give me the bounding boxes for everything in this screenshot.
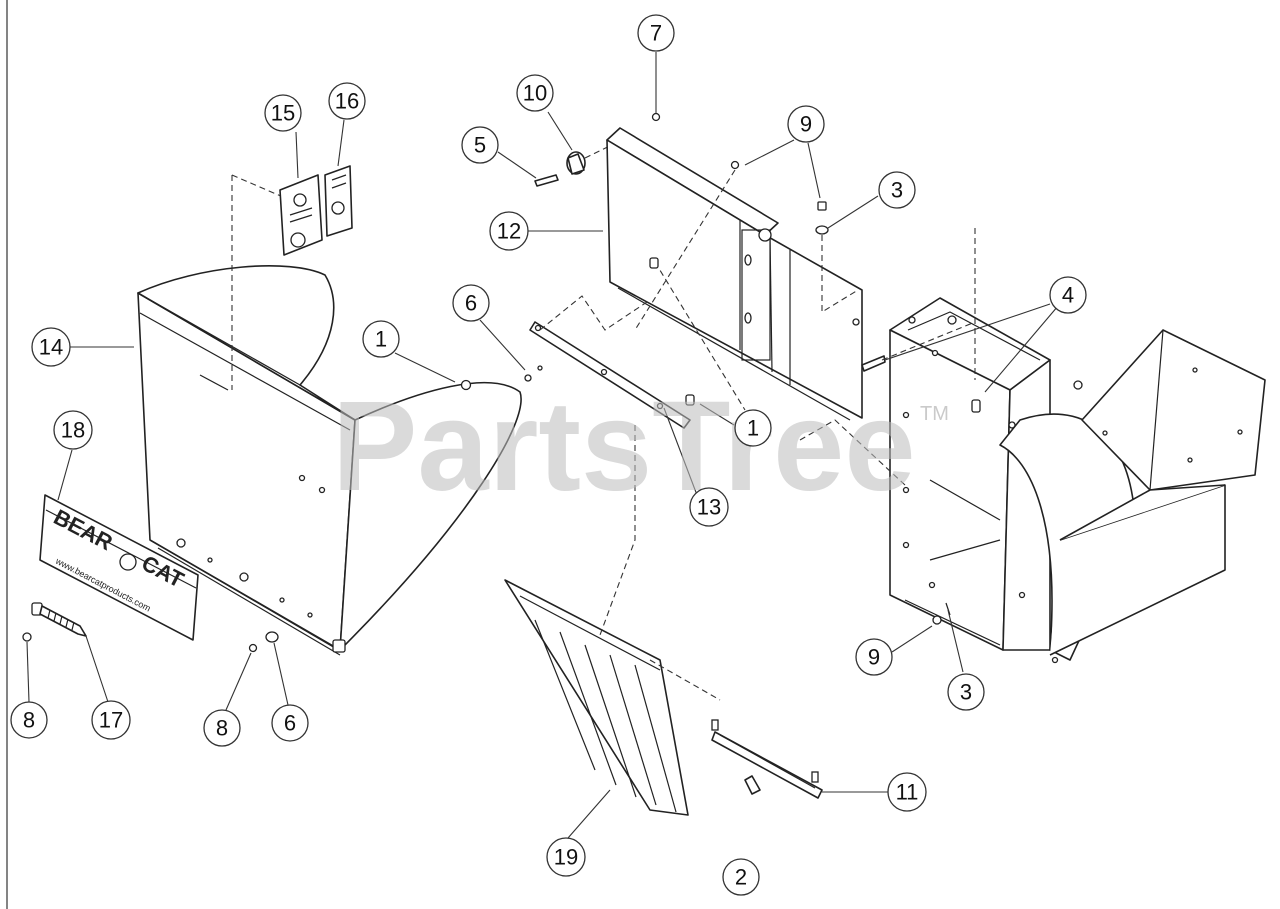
bear-paw-icon: [119, 553, 137, 571]
callout-10[interactable]: 10: [516, 74, 554, 112]
part-decal-16[interactable]: [324, 165, 353, 237]
callout-3[interactable]: 3: [947, 673, 985, 711]
callout-5[interactable]: 5: [461, 126, 499, 164]
svg-text:17: 17: [99, 708, 123, 733]
svg-text:1: 1: [375, 327, 387, 352]
svg-text:16: 16: [335, 89, 359, 114]
svg-text:13: 13: [697, 495, 721, 520]
svg-text:5: 5: [474, 133, 486, 158]
callout-6[interactable]: 6: [452, 284, 490, 322]
part-bolt-1b[interactable]: [649, 257, 659, 269]
callout-3[interactable]: 3: [878, 171, 916, 209]
svg-text:10: 10: [523, 81, 547, 106]
svg-text:9: 9: [800, 112, 812, 137]
callout-18[interactable]: 18: [53, 410, 93, 450]
watermark-trademark: TM: [920, 403, 949, 425]
svg-text:12: 12: [497, 219, 521, 244]
svg-text:3: 3: [891, 178, 903, 203]
part-washer-3b[interactable]: [945, 602, 951, 616]
callout-14[interactable]: 14: [31, 327, 71, 367]
svg-text:9: 9: [868, 645, 880, 670]
svg-text:3: 3: [960, 680, 972, 705]
part-nut-9b[interactable]: [932, 615, 942, 625]
part-hardware-1a[interactable]: [460, 379, 472, 391]
svg-text:4: 4: [1062, 283, 1074, 308]
callout-8[interactable]: 8: [10, 701, 48, 739]
callout-2[interactable]: 2: [722, 858, 760, 896]
svg-text:15: 15: [271, 101, 295, 126]
part-washer-3a[interactable]: [815, 225, 829, 235]
part-nut-8a[interactable]: [22, 632, 32, 642]
part-bolt-4[interactable]: [861, 355, 886, 372]
part-nut-8b[interactable]: [248, 643, 258, 653]
part-decal-15[interactable]: [279, 174, 323, 256]
part-washer-6b[interactable]: [265, 631, 279, 643]
svg-text:1: 1: [747, 416, 759, 441]
callout-9[interactable]: 9: [787, 105, 825, 143]
callout-4[interactable]: 4: [1049, 276, 1087, 314]
part-nut-9a[interactable]: [730, 160, 740, 170]
part-nut-9c[interactable]: [817, 201, 827, 211]
callout-19[interactable]: 19: [546, 837, 586, 877]
part-screw-7[interactable]: [651, 112, 661, 122]
part-chute-door[interactable]: [606, 127, 863, 421]
svg-text:6: 6: [465, 291, 477, 316]
part-deflector-flap[interactable]: [504, 579, 689, 816]
part-rod-11[interactable]: [711, 719, 823, 799]
watermark-text: PartsTree: [332, 375, 916, 518]
callout-8[interactable]: 8: [203, 709, 241, 747]
part-screw-5[interactable]: [534, 174, 559, 187]
callouts: 7 10 9 5 3 12 15 16 4 6 14 1 1 18 13 9 3…: [10, 14, 1087, 896]
callout-17[interactable]: 17: [91, 700, 131, 740]
callout-1[interactable]: 1: [362, 320, 400, 358]
callout-13[interactable]: 13: [689, 487, 729, 527]
leader-lines: [26, 52, 1059, 839]
part-washer-6a[interactable]: [524, 374, 532, 382]
svg-text:8: 8: [216, 716, 228, 741]
svg-text:6: 6: [284, 711, 296, 736]
callout-15[interactable]: 15: [264, 94, 302, 132]
callout-11[interactable]: 11: [887, 772, 927, 812]
callout-16[interactable]: 16: [328, 82, 366, 120]
svg-text:18: 18: [61, 418, 85, 443]
svg-text:7: 7: [650, 21, 662, 46]
callout-1[interactable]: 1: [734, 409, 772, 447]
callout-6[interactable]: 6: [271, 704, 309, 742]
svg-text:19: 19: [554, 845, 578, 870]
part-screw-11[interactable]: [744, 775, 761, 795]
part-hopper-shield[interactable]: [137, 265, 522, 656]
part-blower-housing[interactable]: [889, 297, 1266, 664]
svg-text:11: 11: [896, 780, 919, 805]
part-bolt-17[interactable]: [31, 602, 87, 637]
svg-text:8: 8: [23, 708, 35, 733]
callout-7[interactable]: 7: [637, 14, 675, 52]
svg-text:14: 14: [39, 335, 63, 360]
svg-text:2: 2: [735, 865, 747, 890]
part-hinge-bar[interactable]: [529, 321, 695, 429]
callout-12[interactable]: 12: [489, 211, 529, 251]
callout-9[interactable]: 9: [855, 638, 893, 676]
part-spacer-10[interactable]: [566, 151, 586, 175]
